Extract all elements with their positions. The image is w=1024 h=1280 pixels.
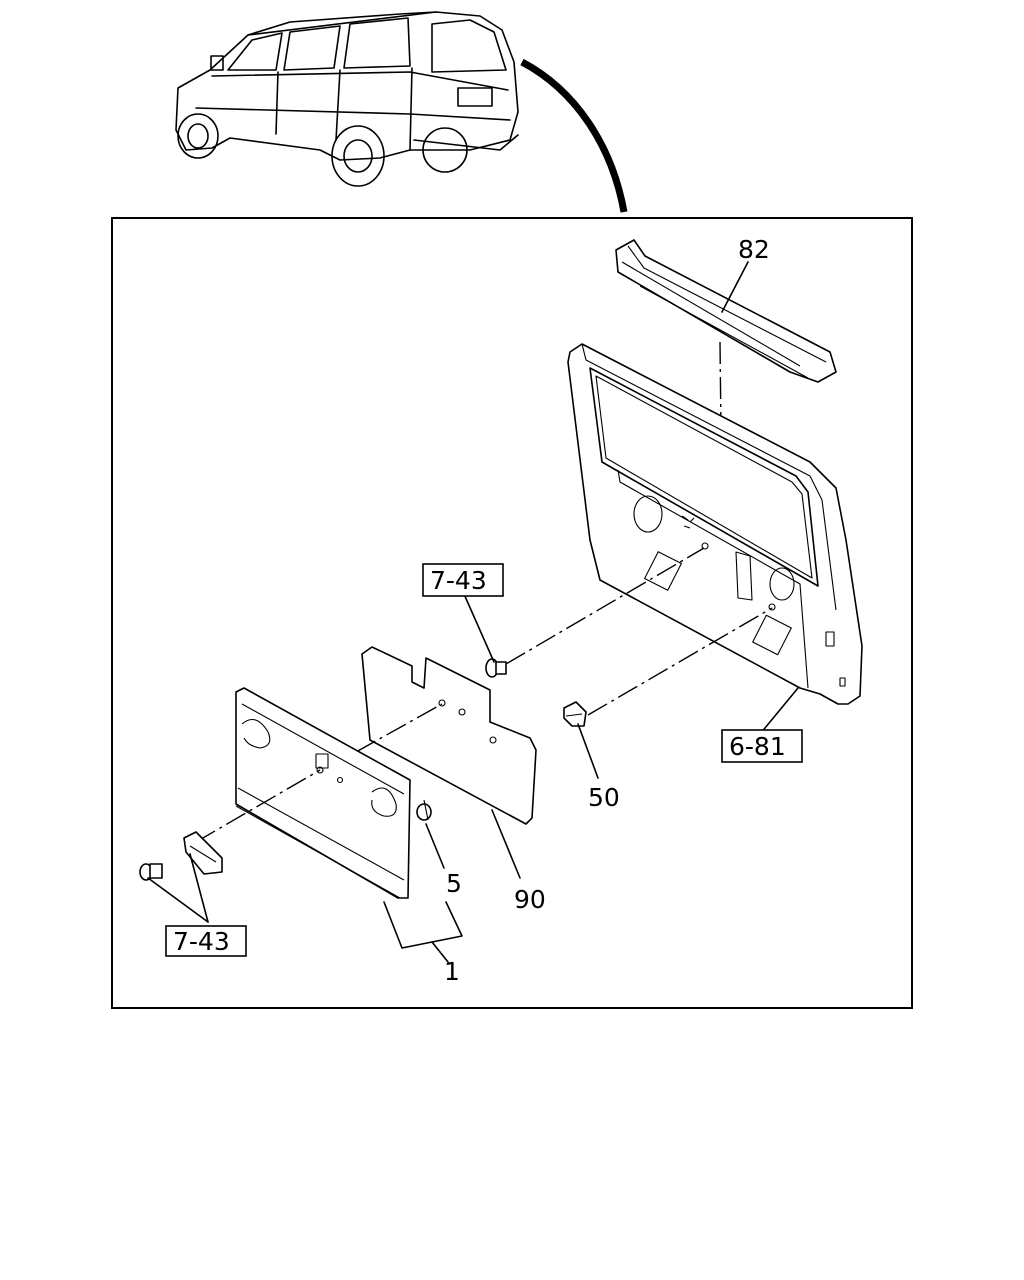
part-7-43-clip-top	[485, 658, 507, 678]
part-7-43-handle	[183, 831, 223, 875]
callout-arrow	[520, 58, 628, 213]
part-1-plate-bracket	[235, 687, 411, 899]
part-6-81-tailgate	[567, 343, 863, 705]
label-90: 90	[514, 885, 546, 914]
ref-box-7-43-top	[422, 563, 504, 597]
label-82: 82	[738, 235, 770, 264]
label-5: 5	[446, 869, 462, 898]
part-7-43-bolt	[139, 863, 163, 881]
part-50-clip	[563, 701, 587, 727]
vehicle-illustration	[175, 11, 519, 187]
leader-50	[587, 607, 773, 716]
label-50: 50	[588, 783, 620, 812]
leader-1-hole	[195, 769, 321, 843]
part-90-insulator	[361, 646, 537, 825]
label-ref-7-43-top: 7-43	[430, 566, 487, 595]
ref-box-6-81	[721, 729, 803, 763]
label-1: 1	[444, 957, 460, 986]
label-ref-6-81: 6-81	[729, 732, 786, 761]
leader-lines	[147, 261, 799, 963]
diagram-frame	[111, 217, 913, 1009]
part-5-nut	[416, 799, 432, 821]
label-ref-7-43-bottom: 7-43	[173, 927, 230, 956]
ref-box-7-43-bottom	[165, 925, 247, 957]
part-82-trim-strip	[615, 239, 837, 383]
leader-7-43-top	[505, 547, 705, 665]
leader-90-hole	[355, 703, 443, 753]
